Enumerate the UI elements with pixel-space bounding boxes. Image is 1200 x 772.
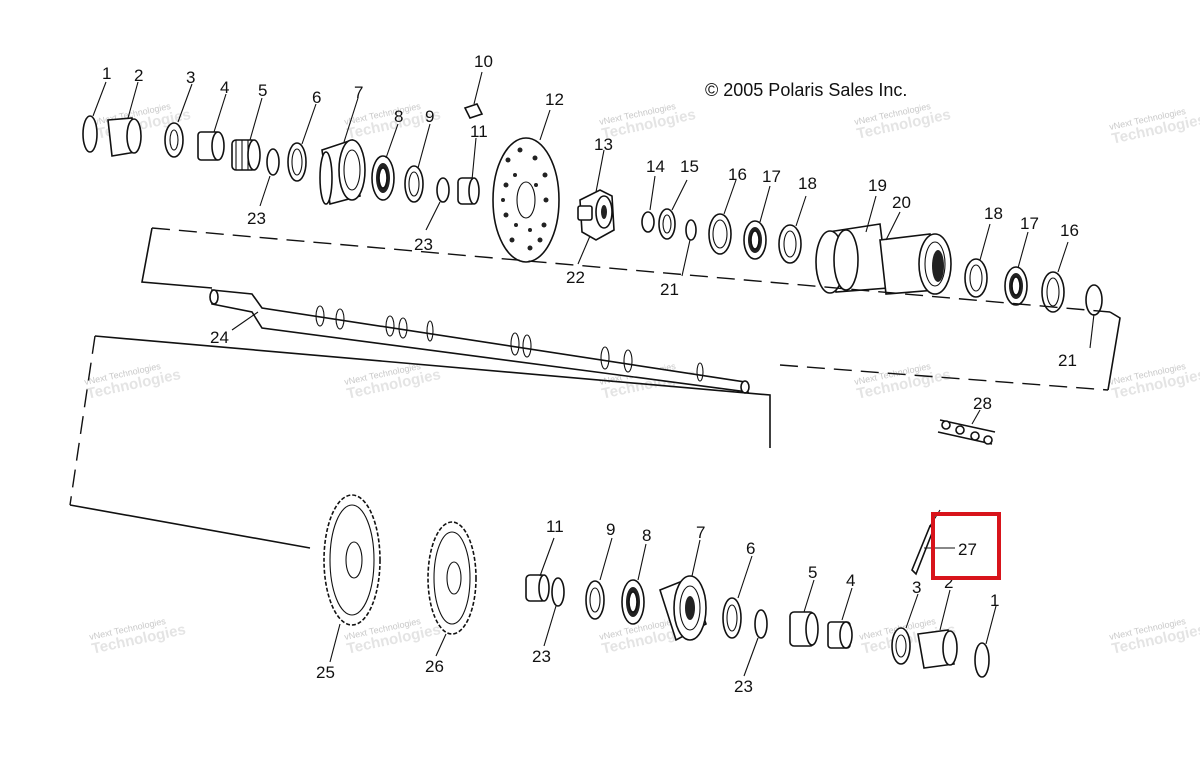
callout-16: 16 bbox=[1060, 221, 1079, 240]
bottom-row-parts bbox=[323, 419, 996, 678]
axle-shaft-part bbox=[211, 289, 750, 393]
callout-21: 21 bbox=[660, 280, 679, 299]
callout-5: 5 bbox=[258, 81, 267, 100]
callout-9: 9 bbox=[606, 520, 615, 539]
callout-10: 10 bbox=[474, 52, 493, 71]
callout-13: 13 bbox=[594, 135, 613, 154]
snap-ring-part bbox=[82, 115, 98, 153]
callout-17: 17 bbox=[1020, 214, 1039, 233]
callout-4: 4 bbox=[220, 78, 229, 97]
master-link-part bbox=[937, 419, 996, 445]
callout-27: 27 bbox=[958, 540, 977, 559]
callout-28: 28 bbox=[973, 394, 992, 413]
callout-11: 11 bbox=[546, 517, 564, 536]
bushing-end bbox=[126, 118, 142, 154]
callout-labels: 1 2 3 4 5 6 7 8 9 10 11 12 13 14 15 16 1… bbox=[102, 52, 1079, 696]
callout-12: 12 bbox=[545, 90, 564, 109]
callout-2: 2 bbox=[944, 573, 953, 592]
callout-5: 5 bbox=[808, 563, 817, 582]
callout-22: 22 bbox=[566, 268, 585, 287]
axle-shaft-assembly bbox=[69, 227, 1121, 549]
callout-8: 8 bbox=[394, 107, 403, 126]
callout-6: 6 bbox=[312, 88, 321, 107]
callout-18: 18 bbox=[798, 174, 817, 193]
callout-21: 21 bbox=[1058, 351, 1077, 370]
callout-9: 9 bbox=[425, 107, 434, 126]
brake-disc-part bbox=[492, 137, 560, 263]
callout-4: 4 bbox=[846, 571, 855, 590]
callout-23: 23 bbox=[414, 235, 433, 254]
callout-3: 3 bbox=[912, 578, 921, 597]
callout-16: 16 bbox=[728, 165, 747, 184]
sprocket-large-part bbox=[323, 494, 381, 626]
callout-20: 20 bbox=[892, 193, 911, 212]
callout-26: 26 bbox=[425, 657, 444, 676]
callout-1: 1 bbox=[990, 591, 999, 610]
callout-7: 7 bbox=[354, 83, 363, 102]
callout-2: 2 bbox=[134, 66, 143, 85]
sprocket-small-part bbox=[427, 521, 477, 635]
top-row-parts bbox=[82, 103, 1103, 316]
callout-6: 6 bbox=[746, 539, 755, 558]
callout-23: 23 bbox=[734, 677, 753, 696]
callout-8: 8 bbox=[642, 526, 651, 545]
callout-14: 14 bbox=[646, 157, 665, 176]
highlight-box-part-27 bbox=[931, 512, 1001, 580]
callout-23: 23 bbox=[532, 647, 551, 666]
callout-3: 3 bbox=[186, 68, 195, 87]
callout-7: 7 bbox=[696, 523, 705, 542]
callout-19: 19 bbox=[868, 176, 887, 195]
callout-24: 24 bbox=[210, 328, 229, 347]
callout-15: 15 bbox=[680, 157, 699, 176]
callout-18: 18 bbox=[984, 204, 1003, 223]
callout-25: 25 bbox=[316, 663, 335, 682]
leader-lines bbox=[92, 71, 1095, 677]
callout-17: 17 bbox=[762, 167, 781, 186]
callout-1: 1 bbox=[102, 64, 111, 83]
copyright-notice: © 2005 Polaris Sales Inc. bbox=[705, 80, 908, 100]
callout-11: 11 bbox=[470, 122, 488, 141]
callout-23: 23 bbox=[247, 209, 266, 228]
